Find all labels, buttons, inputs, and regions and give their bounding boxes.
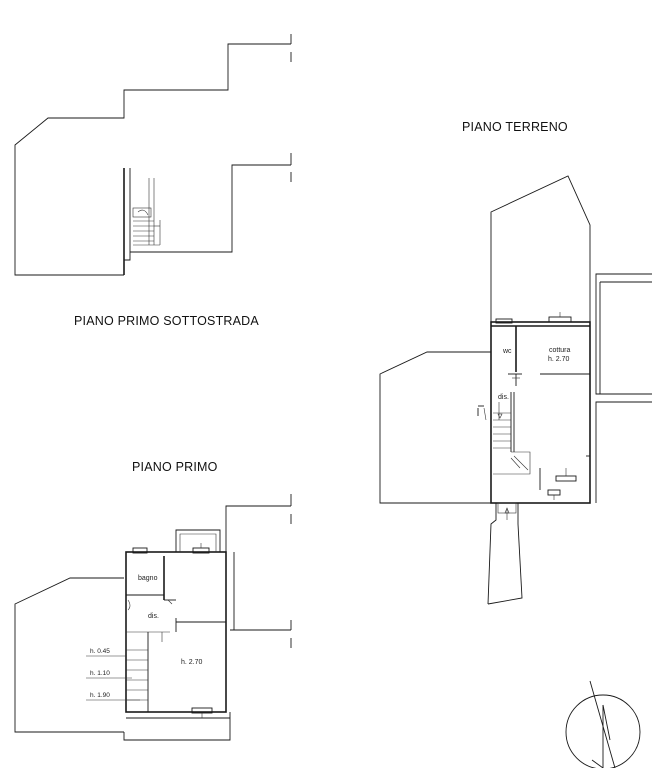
room-label-cottura: cottura (549, 347, 571, 354)
sottostrada-plan (14, 34, 292, 276)
stair-height-2: h. 1.10 (90, 670, 110, 677)
title-piano-terreno: PIANO TERRENO (462, 120, 568, 134)
terreno-plan (379, 175, 652, 605)
room-height-cottura: h. 2.70 (548, 356, 570, 363)
primo-plan (14, 494, 292, 741)
room-label-bagno: bagno (138, 575, 158, 582)
room-label-dis-terreno: dis. (498, 394, 509, 401)
room-label-dis-primo: dis. (148, 613, 159, 620)
room-label-wc: wc (502, 348, 512, 355)
stair-height-1: h. 0.45 (90, 648, 110, 655)
north-arrow-icon (565, 680, 641, 768)
room-height-primo: h. 2.70 (181, 659, 203, 666)
title-piano-primo: PIANO PRIMO (132, 460, 218, 474)
title-piano-primo-sottostrada: PIANO PRIMO SOTTOSTRADA (74, 314, 259, 328)
stair-height-3: h. 1.90 (90, 692, 110, 699)
